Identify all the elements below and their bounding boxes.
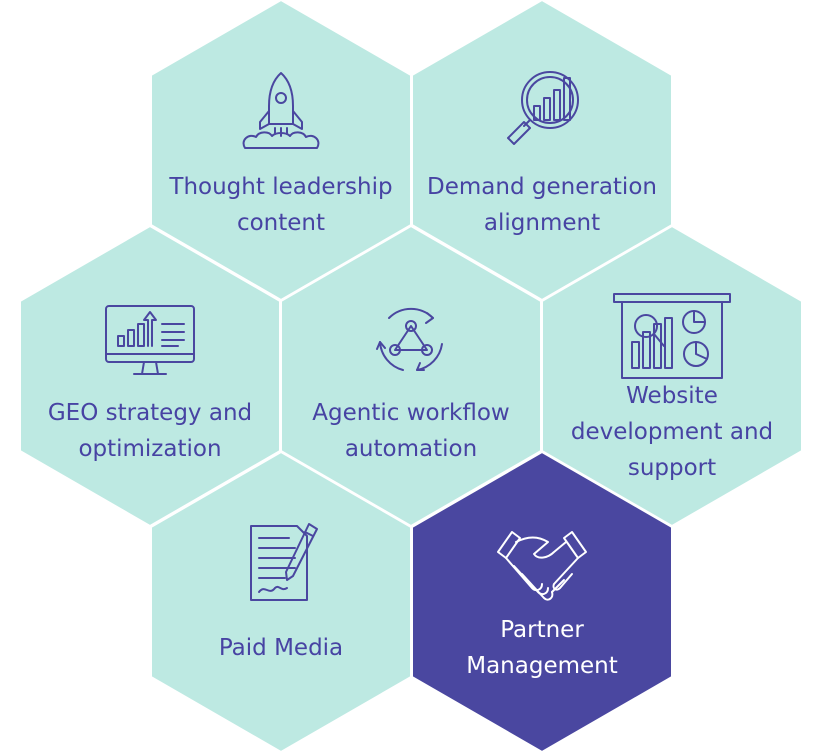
hexagon-demand-generation: Demand generation alignment [411, 0, 673, 302]
hexagon-label-line: content [237, 210, 325, 236]
hexagon-thought-leadership: Thought leadership content [150, 0, 412, 302]
hexagon-label-paid-media: Paid Media [219, 635, 343, 661]
hexagon-label-line: optimization [78, 436, 221, 462]
hexagon-label-thought-leadership: Thought leadership content [168, 174, 392, 236]
handshake-icon [497, 531, 587, 601]
hexagon-label-geo-strategy: GEO strategy and optimization [48, 400, 252, 462]
hexagon-label-line: development and [571, 419, 773, 445]
hexagon-label-line: Management [466, 653, 618, 679]
hexagon-label-line: alignment [484, 210, 600, 236]
hexagon-label-line: GEO strategy and [48, 400, 252, 426]
hexagon-shape-partner-management [411, 450, 673, 752]
hexagon-label-agentic-workflow: Agentic workflow automation [312, 400, 509, 462]
rocket-icon [242, 72, 320, 149]
document-pen-icon [250, 523, 318, 601]
hexagon-paid-media: Paid Media [150, 450, 412, 752]
hexagon-label-line: Paid Media [219, 635, 343, 661]
hexagon-label-line: support [628, 455, 716, 481]
hexagon-label-line: Demand generation [427, 174, 657, 200]
magnifier-chart-icon [507, 71, 579, 145]
hexagon-website-development: Website development and support [541, 224, 803, 528]
hexagon-geo-strategy: GEO strategy and optimization [19, 224, 281, 528]
hexagon-label-line: Website [626, 383, 718, 409]
hexagon-label-website-development: Website development and support [571, 383, 773, 481]
presentation-board-icon [613, 293, 731, 379]
cycle-icon [376, 307, 443, 371]
hexagon-agentic-workflow: Agentic workflow automation [280, 224, 542, 528]
hexagon-label-line: Partner [500, 617, 584, 643]
hexagon-label-demand-generation: Demand generation alignment [427, 174, 657, 236]
hexagon-label-line: Agentic workflow [312, 400, 509, 426]
monitor-chart-icon [105, 305, 195, 375]
hexagon-layer: Thought leadership content Demand generati… [19, 0, 803, 752]
hexagon-label-line: automation [345, 436, 477, 462]
hexagon-label-line: Thought leadership [168, 174, 392, 200]
